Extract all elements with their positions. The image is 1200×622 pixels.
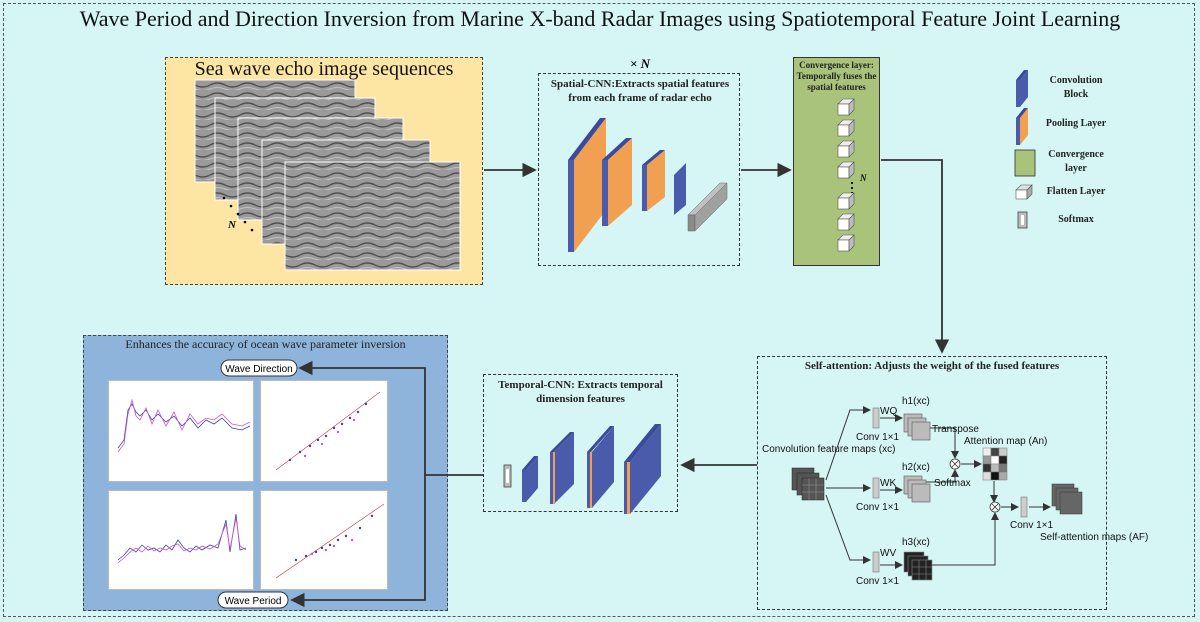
flatten-layer-icon [1016, 185, 1032, 199]
conv1x1-label-q: Conv 1×1 [856, 432, 900, 443]
radar-echo-stack [195, 80, 460, 270]
h3-label: h3(xc) [902, 537, 930, 548]
conv-feature-label: Convolution feature maps (xc) [762, 444, 895, 455]
softmax-icon [1018, 212, 1027, 228]
convergence-layer-icon [1015, 150, 1035, 176]
mini-chart-points [289, 403, 373, 561]
transpose-label: Transpose [932, 424, 979, 435]
wave-period-label: Wave Period [225, 596, 282, 607]
conv1x1-label-k: Conv 1×1 [856, 502, 900, 513]
temporal-cnn-blocks [504, 424, 661, 514]
legend-icons [1015, 70, 1035, 228]
attention-map-label: Attention map (An) [964, 436, 1047, 447]
output-feature-maps [1052, 484, 1082, 514]
input-feature-maps [792, 468, 824, 500]
convergence-n-label: N [859, 173, 867, 183]
multiply-operator-2 [990, 502, 1000, 512]
h1-feature-maps [904, 414, 930, 440]
wq-label: WQ [880, 406, 897, 417]
wave-direction-label: Wave Direction [225, 364, 292, 375]
echo-n-label: N [227, 219, 237, 231]
h1-label: h1(xc) [902, 396, 930, 407]
self-attention-maps-label: Self-attention maps (AF) [1040, 532, 1148, 543]
h3-feature-maps [904, 552, 932, 580]
conv1x1-label-v: Conv 1×1 [856, 576, 900, 587]
mini-chart-traces [118, 392, 384, 578]
spatial-cnn-blocks [568, 118, 727, 252]
convergence-cubes [838, 99, 854, 251]
attention-map-grid [983, 448, 1007, 480]
conv1x1-label-out: Conv 1×1 [1010, 520, 1054, 531]
wk-label: WK [880, 478, 896, 489]
h2-label: h2(xc) [902, 462, 930, 473]
pooling-layer-icon [1016, 108, 1028, 145]
softmax-label: Softmax [934, 478, 971, 489]
convolution-block-icon [1016, 70, 1028, 107]
wv-label: WV [880, 548, 896, 559]
multiply-operator [950, 459, 960, 469]
h2-feature-maps [904, 476, 930, 502]
